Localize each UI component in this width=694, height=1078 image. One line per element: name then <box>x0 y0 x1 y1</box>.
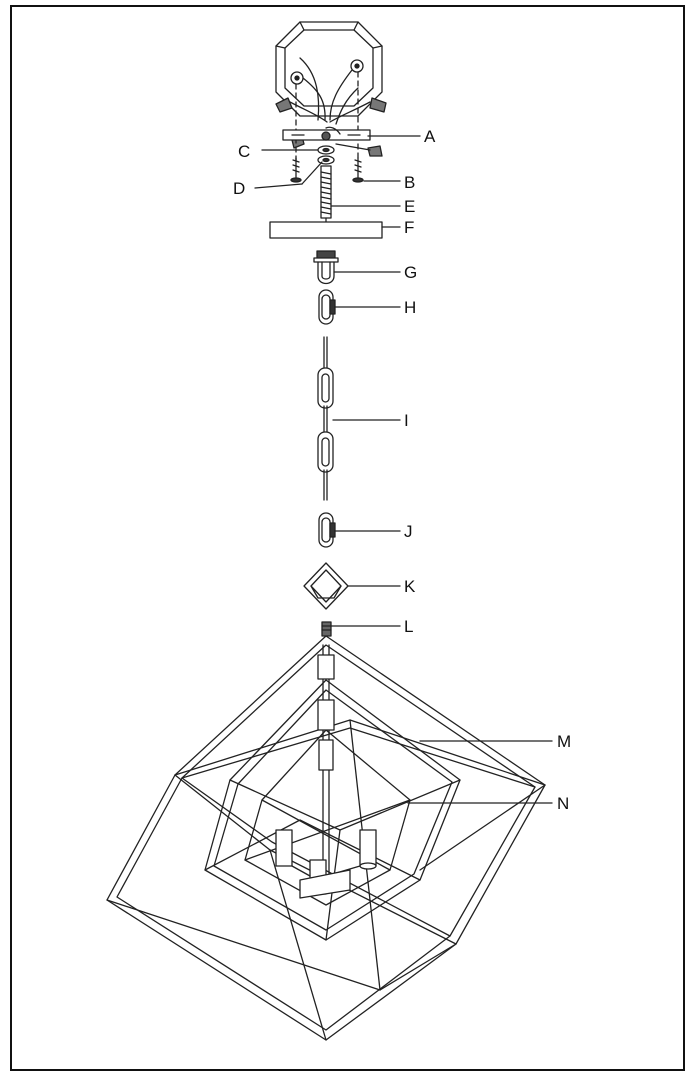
label-j: J <box>404 522 413 541</box>
mounting-bracket <box>282 126 371 151</box>
junction-box <box>275 21 387 161</box>
decorative-cap <box>303 562 349 610</box>
label-l: L <box>404 617 413 636</box>
label-m: M <box>557 732 571 751</box>
screw-collar-loop <box>313 250 339 285</box>
leader-lines <box>254 135 553 804</box>
lower-chain-link <box>318 512 336 548</box>
canopy <box>269 221 383 239</box>
label-k: K <box>404 577 416 596</box>
threaded-nipple <box>320 165 332 223</box>
nut-and-washer <box>317 145 335 165</box>
page-border <box>10 5 685 1071</box>
upper-chain-link <box>318 289 336 325</box>
label-c: C <box>238 142 250 161</box>
fixture-loop <box>321 621 332 637</box>
label-a: A <box>424 127 436 146</box>
cube-fixture <box>106 635 546 1041</box>
label-g: G <box>404 263 417 282</box>
label-d: D <box>233 179 245 198</box>
label-b: B <box>404 173 415 192</box>
bracket-screws <box>290 157 364 183</box>
chain <box>317 336 334 501</box>
callout-labels: A B C D E F G H I J K L M N <box>233 127 571 813</box>
label-i: I <box>404 411 409 430</box>
label-h: H <box>404 298 416 317</box>
label-n: N <box>557 794 569 813</box>
label-f: F <box>404 218 414 237</box>
label-e: E <box>404 197 415 216</box>
